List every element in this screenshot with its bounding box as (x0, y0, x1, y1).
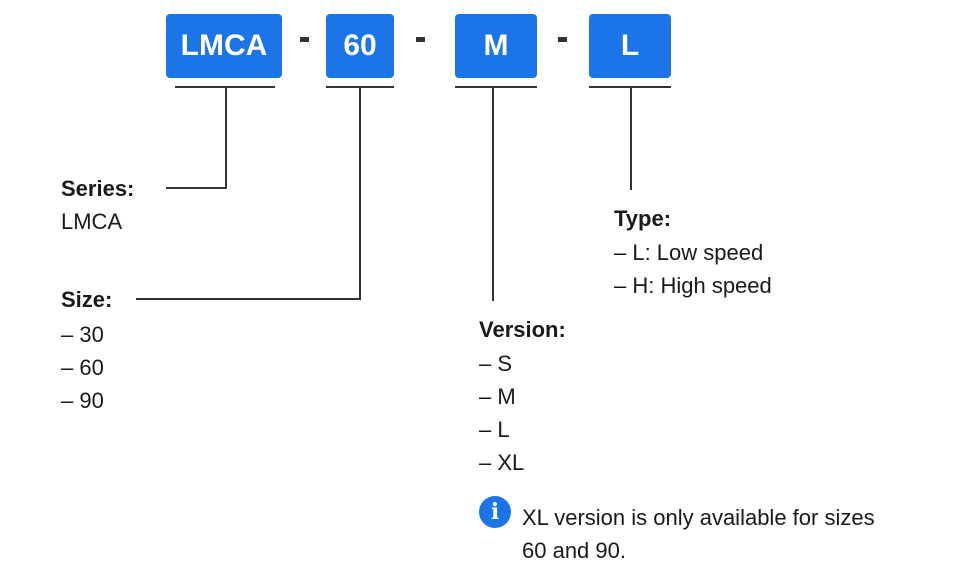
code-box-series: LMCA (166, 14, 282, 78)
version-label: Version: (479, 317, 566, 342)
size-label: Size: (61, 287, 113, 312)
type-option: – L: Low speed (614, 240, 764, 265)
type-options: – L: Low speed – H: High speed (614, 236, 772, 302)
version-option: – XL (479, 450, 525, 475)
code-separator (558, 37, 567, 42)
connector-series-vertical (225, 87, 227, 189)
connector-version-vertical (492, 87, 494, 301)
connector-type-vertical (630, 87, 632, 190)
code-separator (416, 37, 425, 42)
code-box-type-text: L (620, 29, 640, 62)
version-option: – S (479, 351, 513, 376)
type-option: – H: High speed (614, 273, 772, 298)
code-box-type: L (589, 14, 671, 78)
version-options: – S – M – L – XL (479, 347, 524, 479)
series-label: Series: (61, 176, 135, 201)
type-label: Type: (614, 206, 672, 231)
code-separator (300, 37, 309, 42)
series-options: LMCA (61, 205, 122, 238)
code-box-size: 60 (326, 14, 394, 78)
connector-series-horizontal (166, 187, 227, 189)
code-box-version: M (455, 14, 537, 78)
size-option: – 60 (61, 355, 104, 380)
series-option: LMCA (61, 209, 123, 234)
code-box-series-text: LMCA (180, 29, 268, 62)
size-options: – 30 – 60 – 90 (61, 318, 104, 417)
connector-size-vertical (359, 87, 361, 300)
size-option: – 30 (61, 322, 104, 347)
underline-version (455, 86, 537, 88)
info-icon: i (479, 496, 511, 528)
code-box-version-text: M (483, 29, 509, 62)
version-option: – L (479, 417, 510, 442)
code-box-size-text: 60 (343, 29, 377, 62)
size-option: – 90 (61, 388, 104, 413)
version-option: – M (479, 384, 516, 409)
connector-size-horizontal (136, 298, 361, 300)
note-text: XL version is only available for sizes 6… (522, 505, 875, 563)
